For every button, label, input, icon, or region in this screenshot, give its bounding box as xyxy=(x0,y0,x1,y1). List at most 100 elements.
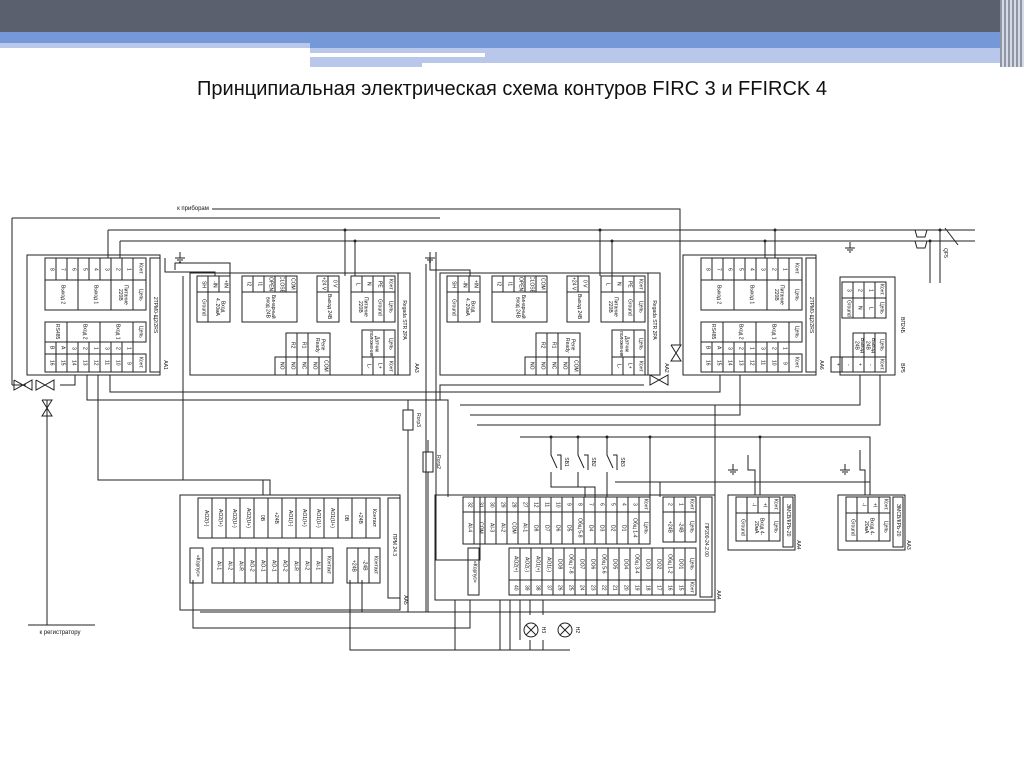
pr200-pwr-func-label: +24В xyxy=(666,521,673,533)
trm-bot-kont-cell xyxy=(44,353,57,373)
trm-bot-pins-label-box: 2 xyxy=(737,346,744,350)
lamp-icon xyxy=(557,622,573,638)
trm-bot-kont-label-box: Конт. xyxy=(793,357,799,369)
pr200-bot-func-label: Общ 3-4 xyxy=(633,554,640,574)
trm-top-func-label: Цепь xyxy=(793,289,800,301)
regada-relay-kont-label-box: NO xyxy=(561,362,567,370)
pr200-top-kont-label: 28 xyxy=(510,501,517,508)
regada-sensor-kont-label: L- xyxy=(615,363,622,369)
ems-top-kont-label xyxy=(847,498,857,513)
bp-top-func-label-box: Цепь xyxy=(878,302,884,314)
regada-top-func-cell xyxy=(241,291,298,323)
prm-title-strip xyxy=(387,497,401,599)
prm-model-label: ПРМ 24.3 xyxy=(391,534,397,556)
trm-title-strip xyxy=(149,257,161,373)
regada-top-func-label: Бинарный вход 24В xyxy=(264,295,277,319)
pr200-bot-kont-label-box: 37 xyxy=(545,585,551,591)
regada-top-kont-label-box: L xyxy=(604,283,610,286)
regada-relay-func-label-box: R1 xyxy=(300,342,306,348)
prm-top-label-box: AO1(I-) xyxy=(287,510,293,526)
regada-top-kont-label: N xyxy=(365,282,372,286)
regada-top-kont-label-box: CLOSE xyxy=(278,277,284,292)
bp-bot-kont-label: + xyxy=(834,363,841,366)
prm-bot-label: AI-R xyxy=(292,560,299,571)
trm-bot-kont-label-box: 13 xyxy=(81,360,87,366)
regada-top-func-label: Вход 4..20мА xyxy=(464,298,476,316)
trm-top-kont-label: Конт. xyxy=(137,263,144,275)
regada-sensor-kont-label-box: L+ xyxy=(376,363,382,369)
prm-top-label-box: AO1(U+) xyxy=(328,508,335,528)
prm-bot-label-box: AO-2 xyxy=(281,560,287,572)
pr200-bot-kont-label: 40 xyxy=(512,584,519,591)
prm-bot-label: AI-1 xyxy=(314,560,321,571)
trm-title-strip xyxy=(805,257,817,373)
pr200-bot-func-label-box: DO6 xyxy=(589,559,595,569)
trm-top-kont-label-box: 5 xyxy=(81,267,88,271)
regada-top-kont-label: 0 V xyxy=(581,280,588,288)
trm-top-func-label: Выход 1 xyxy=(92,285,99,305)
trm-bot-kont-label-box: 13 xyxy=(737,360,743,366)
ems-top-func-label: Вход 4-20мА xyxy=(863,518,875,536)
prm-top-label: +24В xyxy=(272,512,279,524)
trm-top-kont-label: 8 xyxy=(48,267,55,271)
trm-top-func-cell xyxy=(700,279,735,311)
pr200-bot-func-label-box: AO1(+) xyxy=(534,556,540,572)
regada-top-kont-label: COM xyxy=(539,278,546,290)
bp-top-func-cell xyxy=(841,297,854,319)
trm-top-kont-label: 5 xyxy=(81,267,88,271)
trm-top-func-label: Цепь xyxy=(137,289,144,301)
valve-icon xyxy=(35,379,55,391)
trm-top-func-label-box: Выход 2 xyxy=(715,285,721,304)
trm-bot-pins-label: 2 xyxy=(114,346,121,350)
ems-top-kont-label-box: -I xyxy=(750,503,756,506)
regada-sensor-func-label: Цепь xyxy=(637,337,644,350)
regada-sensor-func-label: Датчик положения xyxy=(618,330,630,357)
ems-title-strip xyxy=(782,496,794,548)
pr200-bot-func-label-box: Общ 3-4 xyxy=(633,554,640,574)
prm-top-cell xyxy=(197,497,213,539)
wire xyxy=(109,375,721,393)
prm-pwr-label: -24В xyxy=(361,560,368,571)
ems-top-kont-label: Конт. xyxy=(882,499,889,511)
pr200-top-func-label-box: D8 xyxy=(532,525,538,531)
bp-top-func-label: Ground xyxy=(845,299,852,317)
pr200-bot-kont-label-box: 19 xyxy=(633,585,639,591)
trm-bot-kont-label: 12 xyxy=(92,360,99,366)
prm-pwr-label-box: Контакт xyxy=(372,556,378,574)
pr200-bot-func-label: Общ 1-2 xyxy=(666,554,673,574)
trm-top-kont-label-box: 7 xyxy=(715,268,721,271)
pr200-top-func-label: D1 xyxy=(620,524,627,532)
regada-relay-kont-label: NO xyxy=(289,362,296,370)
trm-bot-func-label-box: Вход 2 xyxy=(81,324,88,340)
trm-bot-func-label: Вход 1 xyxy=(770,324,777,340)
regada-top-kont-label-box: +IN xyxy=(472,280,478,288)
junction-dot xyxy=(605,435,609,439)
trm-bot-kont-label: 9 xyxy=(781,361,788,365)
prm-bot-label-box: AI-R xyxy=(237,561,243,571)
regada-top-kont-label: I2 xyxy=(495,281,502,287)
regada-top-kont-label: OPEN xyxy=(267,276,274,292)
prm-top-label: AO1(U+) xyxy=(328,508,335,528)
pr200-bot-kont-label: 21 xyxy=(611,584,618,591)
wire xyxy=(550,480,586,497)
trm-bot-pins-label: 1 xyxy=(125,346,132,350)
regada-sensor-kont-label-box: Конт xyxy=(387,361,393,372)
pr200-top-kont-label-box: 31 xyxy=(477,502,483,508)
pr200-bot-kont-cell xyxy=(508,579,521,596)
ems-tag: АА3 xyxy=(905,540,911,550)
trm-bot-func-label: Вход 2 xyxy=(81,324,88,340)
wire xyxy=(520,436,871,495)
pr200-top-kont-label: 29 xyxy=(499,501,506,508)
pr200-pwr-kont-label: 1 xyxy=(677,503,684,506)
prm-tag: АА5 xyxy=(402,595,408,605)
breaker-label: QF5 xyxy=(942,248,948,258)
ems-top-func-label: Ground xyxy=(849,518,856,536)
bp-bot-kont-label-box: + xyxy=(856,363,862,366)
regada-relay-kont-cell xyxy=(274,356,287,376)
trm-bot-pins-label: 2 xyxy=(737,346,744,350)
regada-top-func-label-box: Бинарный вход 24В xyxy=(264,295,277,319)
regada-sensor-func-label-box: Датчик положения xyxy=(618,330,630,357)
trm-bot-kont-label: 16 xyxy=(48,360,55,366)
trm-bot-pins-label: А xyxy=(59,346,66,350)
